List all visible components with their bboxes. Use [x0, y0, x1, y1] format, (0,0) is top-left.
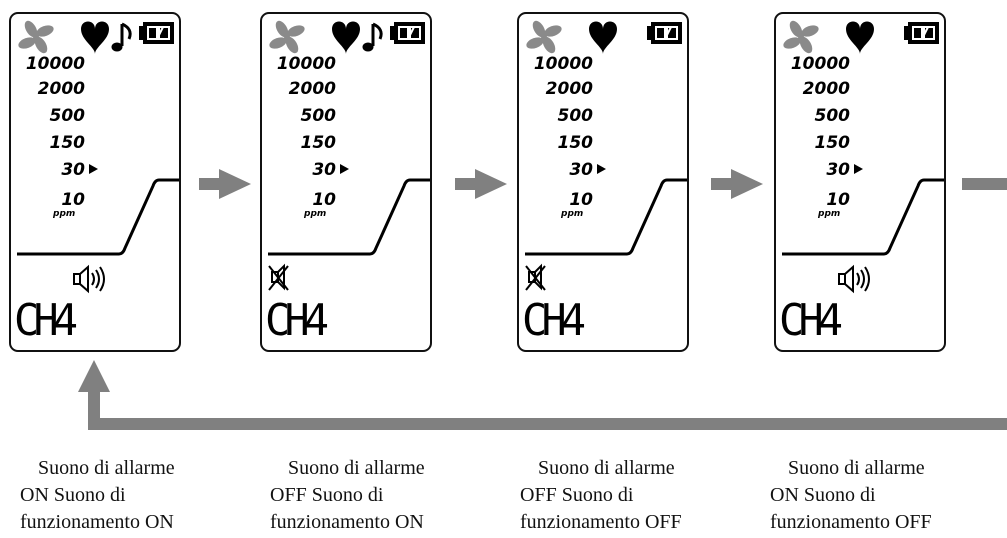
- fan-icon: [18, 20, 54, 54]
- gas-label: CH4: [265, 295, 329, 346]
- caption-3: Suono di allarme OFF Suono di funzioname…: [520, 455, 740, 536]
- level-graph-line: [17, 178, 179, 256]
- level-label: 10: [569, 190, 593, 210]
- level-label: 500: [814, 106, 851, 126]
- level-label: 150: [814, 133, 851, 153]
- arrow-out-line: [962, 178, 1007, 190]
- battery-icon: [904, 22, 939, 44]
- caption-line: funzionamento ON: [270, 511, 424, 533]
- caption-line: Suono di allarme: [288, 457, 425, 479]
- return-arrow: [78, 360, 1007, 430]
- level-label: 2000: [37, 79, 85, 99]
- pointer-triangle-icon: [854, 164, 863, 174]
- pointer-triangle-icon: [597, 164, 606, 174]
- level-label: 10000: [25, 54, 85, 74]
- pointer-triangle-icon: [340, 164, 349, 174]
- level-graph-line: [782, 178, 944, 256]
- caption-line: funzionamento ON: [20, 511, 174, 533]
- level-label: 150: [557, 133, 594, 153]
- gas-label: CH4: [14, 295, 78, 346]
- level-label: 30: [826, 160, 850, 180]
- level-label: 2000: [802, 79, 850, 99]
- level-label: 2000: [545, 79, 593, 99]
- pointer-triangle-icon: [89, 164, 98, 174]
- level-label: 500: [557, 106, 594, 126]
- caption-line: funzionamento OFF: [770, 511, 932, 533]
- ppm-unit-label: ppm: [304, 209, 327, 219]
- level-graph-line: [268, 178, 430, 256]
- caption-line: OFF Suono di: [270, 484, 384, 506]
- speaker-on-icon: [838, 264, 870, 294]
- level-label: 150: [49, 133, 86, 153]
- heart-icon: [589, 21, 617, 54]
- ppm-unit-label: ppm: [561, 209, 584, 219]
- caption-line: funzionamento OFF: [520, 511, 682, 533]
- music-note-icon: [362, 22, 383, 52]
- caption-line: Suono di allarme: [788, 457, 925, 479]
- speaker-on-icon: [73, 264, 105, 294]
- arrow-right-icon: [455, 169, 507, 199]
- caption-4: Suono di allarme ON Suono di funzionamen…: [770, 455, 990, 536]
- caption-line: Suono di allarme: [538, 457, 675, 479]
- arrow-right-icon: [711, 169, 763, 199]
- level-label: 150: [300, 133, 337, 153]
- level-label: 500: [300, 106, 337, 126]
- level-label: 10: [61, 190, 85, 210]
- caption-line: OFF Suono di: [520, 484, 634, 506]
- speaker-off-icon: [525, 263, 546, 291]
- caption-line: ON Suono di: [20, 484, 126, 506]
- arrow-right-icon: [199, 169, 251, 199]
- level-label: 30: [569, 160, 593, 180]
- gas-label: CH4: [522, 295, 586, 346]
- level-label: 10000: [790, 54, 850, 74]
- heart-icon: [332, 21, 360, 54]
- level-label: 10: [312, 190, 336, 210]
- level-label: 10000: [533, 54, 593, 74]
- caption-line: Suono di allarme: [38, 457, 175, 479]
- caption-1: Suono di allarme ON Suono di funzionamen…: [20, 455, 240, 536]
- heart-icon: [846, 21, 874, 54]
- caption-2: Suono di allarme OFF Suono di funzioname…: [270, 455, 490, 536]
- caption-line: ON Suono di: [770, 484, 876, 506]
- level-label: 2000: [288, 79, 336, 99]
- ppm-unit-label: ppm: [818, 209, 841, 219]
- music-note-icon: [111, 22, 132, 52]
- level-graph-line: [525, 178, 687, 256]
- fan-icon: [526, 20, 562, 54]
- level-label: 10000: [276, 54, 336, 74]
- fan-icon: [269, 20, 305, 54]
- level-label: 30: [61, 160, 85, 180]
- gas-label: CH4: [779, 295, 843, 346]
- level-label: 10: [826, 190, 850, 210]
- ppm-unit-label: ppm: [53, 209, 76, 219]
- fan-icon: [783, 20, 819, 54]
- heart-icon: [81, 21, 109, 54]
- battery-icon: [390, 22, 425, 44]
- speaker-off-icon: [268, 263, 289, 291]
- level-label: 30: [312, 160, 336, 180]
- battery-icon: [647, 22, 682, 44]
- battery-icon: [139, 22, 174, 44]
- level-label: 500: [49, 106, 86, 126]
